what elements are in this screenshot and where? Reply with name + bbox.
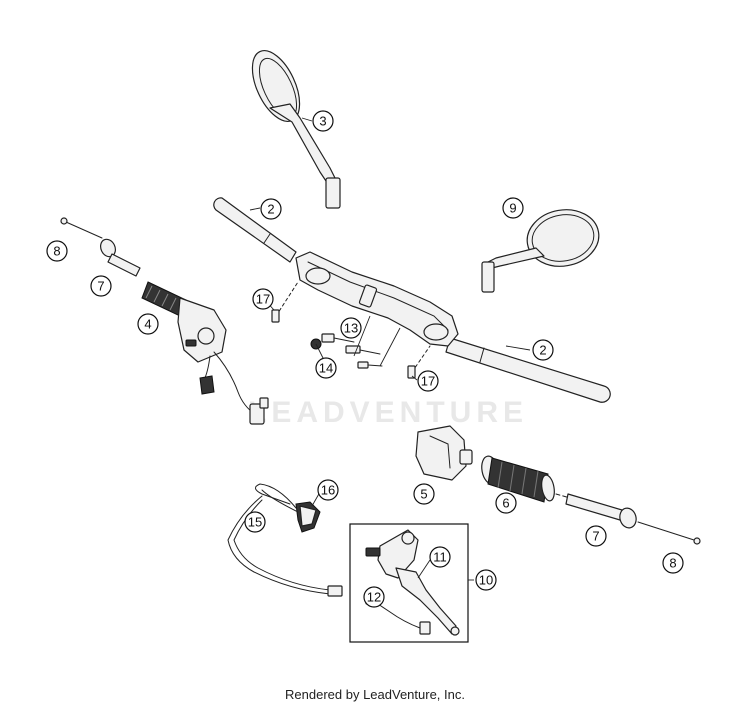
clutch-cable xyxy=(227,483,343,597)
bolt-17-left xyxy=(271,281,299,323)
callout-7-right: 7 xyxy=(585,525,607,547)
callout-4: 4 xyxy=(137,313,159,335)
callout-7-left-number: 7 xyxy=(97,279,104,294)
callout-2-right: 2 xyxy=(532,339,554,361)
callout-3-number: 3 xyxy=(319,114,326,129)
footer-credit: Rendered by LeadVenture, Inc. xyxy=(285,687,465,702)
left-mirror xyxy=(251,50,341,209)
bolt-13 xyxy=(321,333,381,355)
callout-6-number: 6 xyxy=(502,496,509,511)
right-mirror xyxy=(481,209,600,293)
callout-3: 3 xyxy=(312,110,334,132)
callout-17-right-number: 17 xyxy=(421,374,435,389)
callout-11-number: 11 xyxy=(433,550,447,565)
callout-16-number: 16 xyxy=(321,483,335,498)
callout-13-number: 13 xyxy=(344,321,358,336)
callout-10: 10 xyxy=(475,569,497,591)
callout-7-left: 7 xyxy=(90,275,112,297)
callout-17-right: 17 xyxy=(417,370,439,392)
callout-9: 9 xyxy=(502,197,524,219)
right-grip xyxy=(481,455,555,503)
handlebar-clamp xyxy=(295,251,459,347)
callout-9-number: 9 xyxy=(509,201,516,216)
handlebar-left xyxy=(213,197,297,263)
leader-lines xyxy=(249,117,531,581)
callout-8-left-number: 8 xyxy=(53,244,60,259)
callout-14: 14 xyxy=(315,357,337,379)
left-switch-assembly xyxy=(141,281,269,425)
handlebar-right xyxy=(445,337,611,403)
bolt-17-right xyxy=(407,345,431,379)
callout-12-number: 12 xyxy=(367,590,381,605)
callout-7-right-number: 7 xyxy=(592,529,599,544)
callout-14-number: 14 xyxy=(319,361,333,376)
callout-11: 11 xyxy=(429,546,451,568)
throttle-tube-right xyxy=(555,493,637,529)
callout-2-right-number: 2 xyxy=(539,343,546,358)
right-switch-assembly xyxy=(415,425,473,481)
callout-2-left: 2 xyxy=(260,198,282,220)
lever-cover xyxy=(295,501,321,533)
callout-6: 6 xyxy=(495,492,517,514)
callout-4-number: 4 xyxy=(144,317,151,332)
callout-10-number: 10 xyxy=(479,573,493,588)
callout-17-left-number: 17 xyxy=(256,292,270,307)
callout-17-left: 17 xyxy=(252,288,274,310)
callout-5-number: 5 xyxy=(420,487,427,502)
cable-end-left xyxy=(60,217,103,239)
callout-8-right: 8 xyxy=(662,552,684,574)
throttle-tube-left xyxy=(100,238,141,277)
callout-12: 12 xyxy=(363,586,385,608)
callout-15-number: 15 xyxy=(248,515,262,530)
callout-2-left-number: 2 xyxy=(267,202,274,217)
watermark: LEADVENTURE xyxy=(248,396,528,429)
cable-end-right xyxy=(637,521,701,545)
callout-16: 16 xyxy=(317,479,339,501)
callout-8-left: 8 xyxy=(46,240,68,262)
callout-15: 15 xyxy=(244,511,266,533)
callout-8-right-number: 8 xyxy=(669,556,676,571)
callout-13: 13 xyxy=(340,317,362,339)
lever-assembly-box xyxy=(349,523,469,643)
callout-5: 5 xyxy=(413,483,435,505)
